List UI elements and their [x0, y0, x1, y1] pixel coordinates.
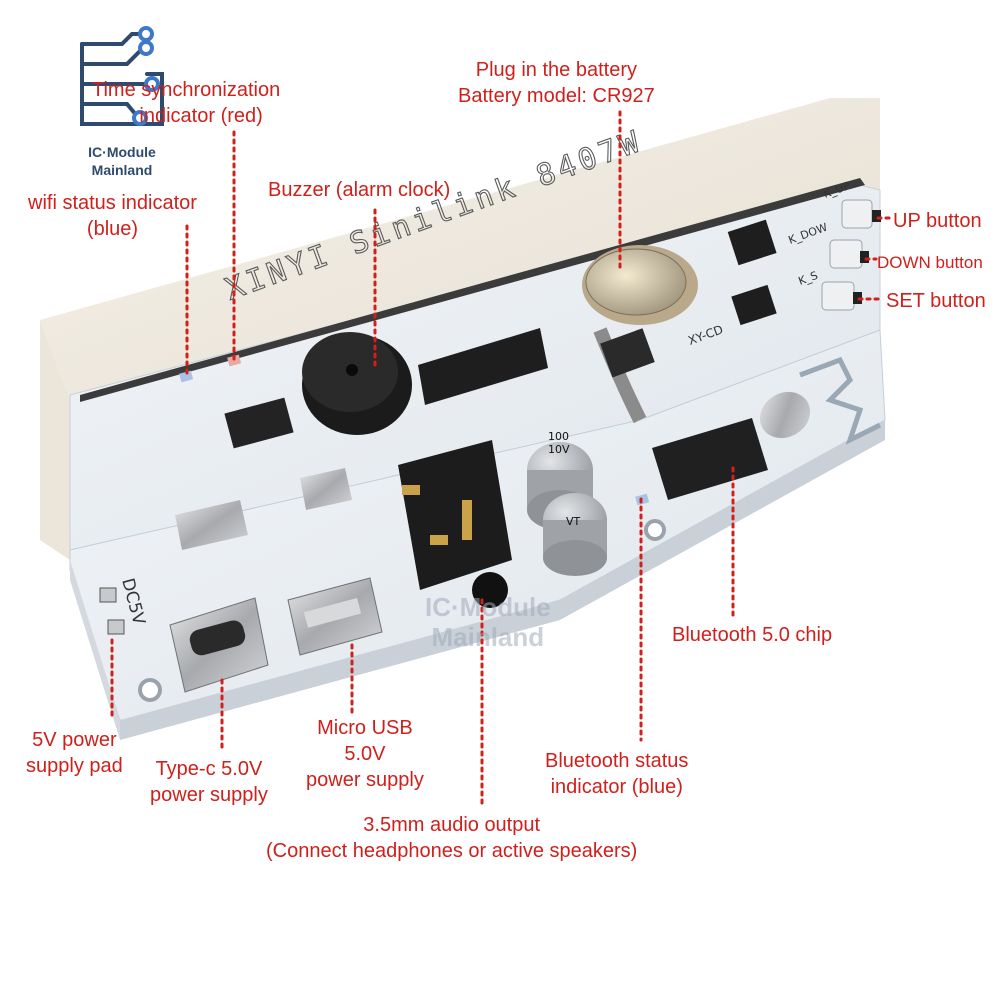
usb-c-port: [169, 597, 269, 693]
mount-hole: [138, 678, 162, 702]
label-battery-line-1: Plug in the battery: [475, 59, 637, 81]
regulator-ic: [727, 219, 777, 266]
label-buzzer: Buzzer (alarm clock): [268, 177, 450, 203]
label-bt-status-line-1: Bluetooth status: [545, 750, 689, 772]
label-bt-chip: Bluetooth 5.0 chip: [672, 622, 832, 648]
label-typec-line-2: power supply: [150, 784, 268, 806]
label-battery-line-2: Battery model: CR927: [458, 85, 655, 107]
bluetooth-chip: [652, 418, 768, 500]
wifi-module-ic: [224, 397, 294, 449]
label-microusb-line-1: Micro USB: [317, 717, 413, 739]
label-typec-line-1: Type-c 5.0V: [155, 758, 263, 780]
pcb-antenna: [799, 356, 882, 445]
label-wifi-line-2: (blue): [86, 218, 139, 240]
capacitor-label-2: 10V: [548, 443, 570, 456]
leader-lines: [110, 110, 894, 808]
label-microusb-line-2: 5.0V: [344, 743, 386, 765]
label-time-sync-line-2: indicator (red): [139, 105, 263, 127]
label-bt-status: Bluetooth status indicator (blue): [545, 748, 688, 800]
mount-hole: [644, 519, 666, 541]
label-audio: 3.5mm audio output (Connect headphones o…: [266, 812, 637, 864]
label-bt-status-line-2: indicator (blue): [550, 776, 683, 798]
label-set-button: SET button: [886, 288, 986, 314]
label-wifi-line-1: wifi status indicator: [28, 192, 197, 214]
label-time-sync-line-1: Time synchronization: [92, 79, 281, 101]
audio-jack: [398, 440, 512, 608]
watermark: IC·Module Mainland: [425, 592, 551, 652]
watermark-line-2: Mainland: [431, 622, 545, 652]
capacitor-label-1: 100: [548, 430, 569, 443]
logo-line-1: IC·Module: [88, 144, 156, 160]
tact-switches: [821, 199, 881, 311]
metal-shield-right: [300, 468, 352, 510]
crystal-oscillator: [759, 391, 811, 439]
label-up-button: UP button: [893, 208, 982, 234]
label-down-line-1: DOWN button: [877, 253, 983, 272]
label-up-line-1: UP button: [893, 210, 982, 232]
wifi-led: [179, 370, 194, 383]
brand-logo: IC·Module Mainland: [72, 24, 172, 184]
label-buzzer-line-1: Buzzer (alarm clock): [268, 179, 451, 201]
capacitor-2: VT: [543, 493, 607, 576]
display-driver-ic: [418, 328, 548, 405]
label-power-pad: 5V power supply pad: [26, 727, 123, 779]
label-pad-line-2: supply pad: [26, 755, 123, 777]
silk-k-set: K_S: [797, 269, 820, 288]
micro-usb-port: [287, 577, 383, 656]
watermark-line-1: IC·Module: [425, 592, 551, 622]
label-microusb-line-3: power supply: [306, 769, 424, 791]
label-down-button: DOWN button: [877, 250, 983, 276]
mosfet-ic: [731, 284, 777, 326]
label-typec: Type-c 5.0V power supply: [150, 756, 268, 808]
label-audio-line-2: (Connect headphones or active speakers): [266, 840, 638, 862]
power-pad: [99, 587, 125, 635]
capacitor-label-3: VT: [566, 515, 581, 528]
label-pad-line-1: 5V power: [32, 729, 117, 751]
buzzer: [302, 332, 412, 435]
label-wifi: wifi status indicator (blue): [28, 190, 197, 242]
circuit-logo-icon: [80, 26, 164, 126]
label-time-sync: Time synchronization indicator (red): [92, 77, 280, 129]
label-battery: Plug in the battery Battery model: CR927: [458, 57, 655, 109]
coin-cell-holder: [582, 245, 698, 424]
label-set-line-1: SET button: [886, 290, 986, 312]
label-audio-line-1: 3.5mm audio output: [363, 814, 541, 836]
metal-shield-left: [175, 500, 248, 550]
label-bt-chip-line-1: Bluetooth 5.0 chip: [672, 624, 833, 646]
logo-line-2: Mainland: [91, 162, 153, 178]
label-micro-usb: Micro USB 5.0V power supply: [306, 715, 424, 793]
